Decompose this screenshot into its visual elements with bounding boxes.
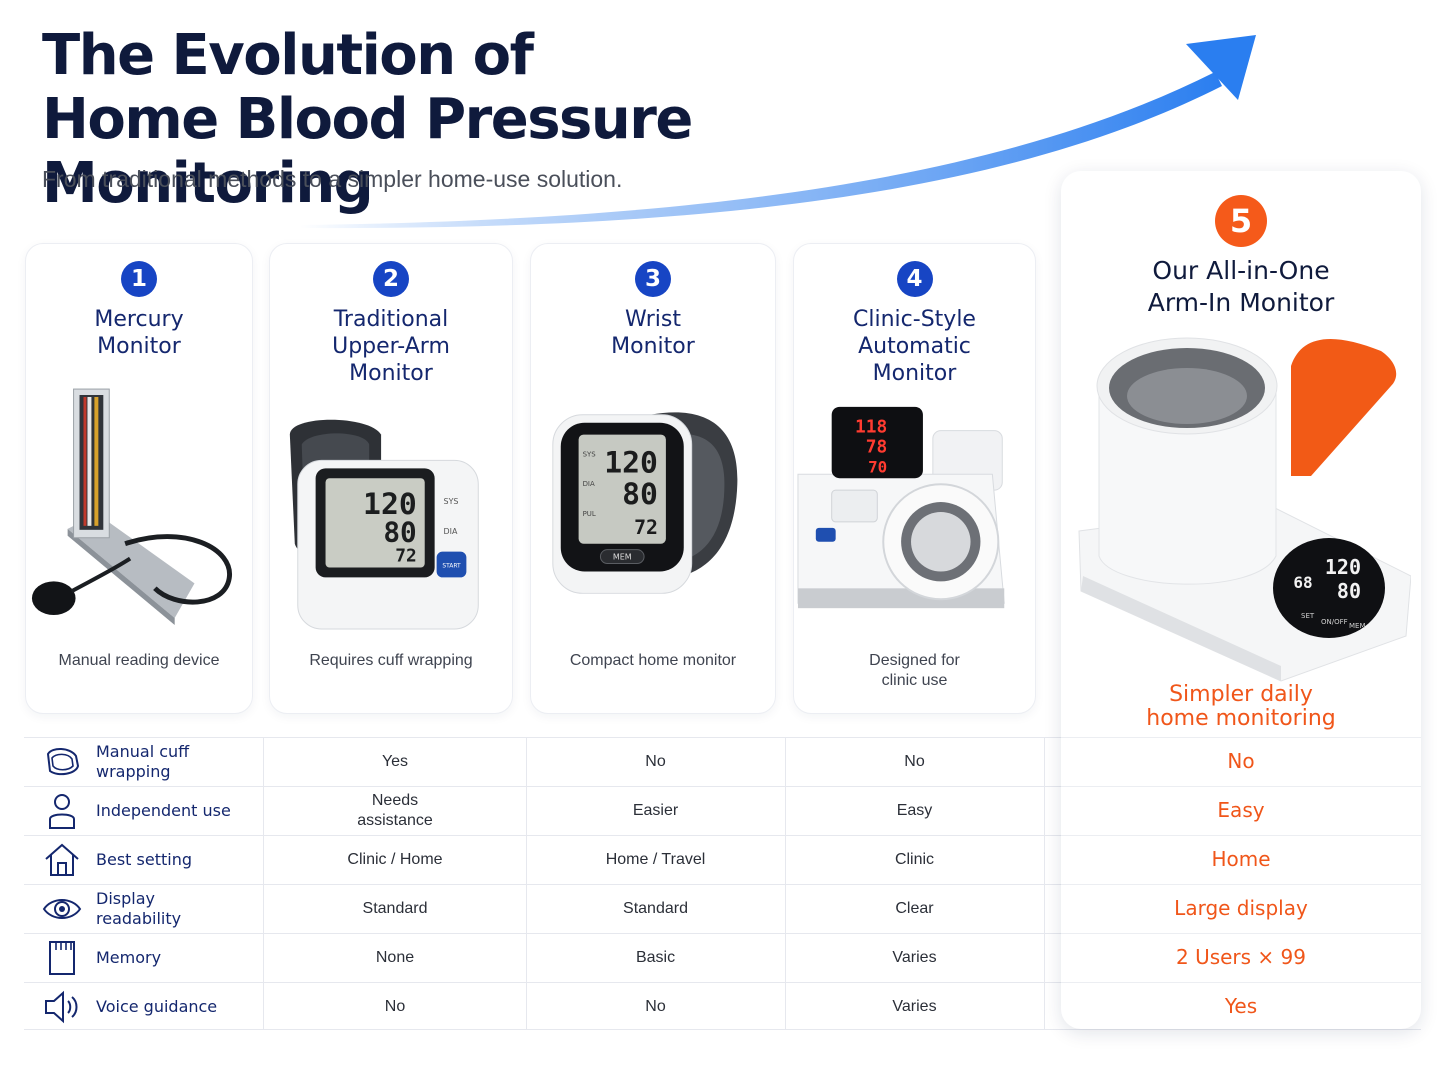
row-label: Voice guidance [96,997,218,1016]
table-cell: Varies [892,949,937,966]
card-title: Traditional Upper-Arm Monitor [332,307,450,386]
card-title: Mercury Monitor [94,307,184,359]
comparison-table: Manual cuff wrapping Yes No No Independe… [24,737,1421,1030]
table-cell: Easy [1217,798,1265,822]
lcd-dia-value: 80 [622,477,658,512]
card-title: Wrist Monitor [611,307,695,359]
lcd-sys-value: 118 [855,417,887,438]
card-caption: Manual reading device [58,652,220,669]
card-caption: Requires cuff wrapping [309,652,473,669]
lcd-dia-value: 80 [383,516,416,549]
eye-icon [42,899,82,919]
memory-card-icon [49,941,75,975]
row-label: Manual cuff wrapping [96,742,190,781]
table-cell: Clinic [894,851,935,868]
lcd-label: SYS [583,450,597,458]
lcd-pulse-value: 72 [634,516,658,539]
card-caption: Compact home monitor [569,652,737,669]
table-row: Display readability Standard Standard Cl… [24,884,1421,932]
card-caption: Simpler daily home monitoring [1146,682,1336,731]
home-icon [45,843,79,876]
lcd-label: DIA [583,480,595,488]
lcd-sys-value: 120 [363,487,417,522]
card-upper-arm-monitor: 2 Traditional Upper-Arm Monitor 120 80 7… [269,243,513,714]
card-arm-in-monitor: 5 Our All-in-One Arm-In Monitor 68 120 8… [1061,171,1421,1029]
card-title: Our All-in-One Arm-In Monitor [1147,256,1335,317]
table-cell: Yes [1224,994,1258,1018]
card-mercury-monitor: 1 Mercury Monitor Manual reading device [25,243,253,714]
table-cell: Easy [896,802,933,819]
step-badge: 1 [121,261,157,297]
set-button-label: SET [1301,612,1315,620]
row-label: Independent use [96,801,231,820]
person-icon [49,794,75,829]
table-cell: Basic [635,949,676,966]
arm-in-monitor-icon: 68 120 80 SET ON/OFF MEM [1078,337,1411,682]
highlight-column: No Easy Home Large display 2 Users × 99 … [24,737,1421,1029]
power-button-label: ON/OFF [1321,618,1348,626]
lcd-dia-value: 78 [866,436,888,457]
table-row: Manual cuff wrapping Yes No No [24,737,1421,785]
table-row: Best setting Clinic / Home Home / Travel… [24,835,1421,883]
clinic-monitor-icon: 118 78 70 [797,406,1005,609]
table-cell: No [384,998,406,1015]
page-subtitle: From traditional methods to a simpler ho… [42,166,623,192]
wrist-monitor-icon: 120 80 72 SYS DIA PUL MEM [552,412,738,594]
table-cell: Varies [892,998,937,1015]
lcd-pulse-value: 72 [395,546,417,567]
step-badge: 5 [1215,195,1267,247]
lcd-pulse-value: 68 [1293,573,1312,592]
table-row: Independent use Needs assistance Easier … [24,786,1421,834]
step-badge: 3 [635,261,671,297]
table-cell: Home [1211,847,1271,871]
table-cell: Easier [632,802,679,819]
card-wrist-monitor: 3 Wrist Monitor 120 80 72 SYS DIA PUL ME… [530,243,776,714]
step-badge: 4 [896,261,933,297]
upper-arm-monitor-icon: 120 80 72 SYS DIA START [289,419,479,630]
row-label: Best setting [96,850,192,869]
lcd-label: PUL [583,510,596,518]
mem-button-label: MEM [1349,622,1366,630]
card-caption: Designed for clinic use [869,652,960,689]
mem-button-label: MEM [613,553,632,562]
row-label: Memory [96,948,162,967]
table-cell: 2 Users × 99 [1175,945,1306,969]
table-cell: Needs assistance [357,792,433,829]
table-cell: No [904,753,925,770]
lcd-sys-value: 120 [604,445,658,480]
table-cell: Standard [362,900,428,917]
card-title: Clinic-Style Automatic Monitor [853,307,976,386]
lcd-dia-value: 80 [1337,579,1361,603]
table-cell: Yes [381,753,409,770]
table-cell: Clear [895,900,934,917]
mercury-sphygmomanometer-icon [31,388,232,625]
table-cell: Home / Travel [605,851,706,868]
table-cell: No [645,753,666,770]
start-button-label: START [442,563,461,570]
step-badge: 2 [373,261,409,297]
table-cell: No [1227,749,1255,773]
table-cell: Large display [1174,896,1308,920]
row-label: Display readability [96,889,182,928]
table-cell: Standard [623,900,688,917]
table-cell: None [375,949,415,966]
table-cell: Clinic / Home [347,851,443,868]
table-row: Memory None Basic Varies [24,933,1421,981]
cuff-icon [46,748,80,776]
lcd-pulse-value: 70 [868,457,887,476]
speaker-icon [45,990,78,1024]
table-cell: No [645,998,666,1015]
card-clinic-monitor: 4 Clinic-Style Automatic Monitor 118 78 … [793,243,1036,714]
lcd-label: SYS [444,497,459,506]
lcd-sys-value: 120 [1325,555,1361,579]
table-row: Voice guidance No No Varies [24,982,1421,1030]
lcd-label: DIA [444,527,458,536]
